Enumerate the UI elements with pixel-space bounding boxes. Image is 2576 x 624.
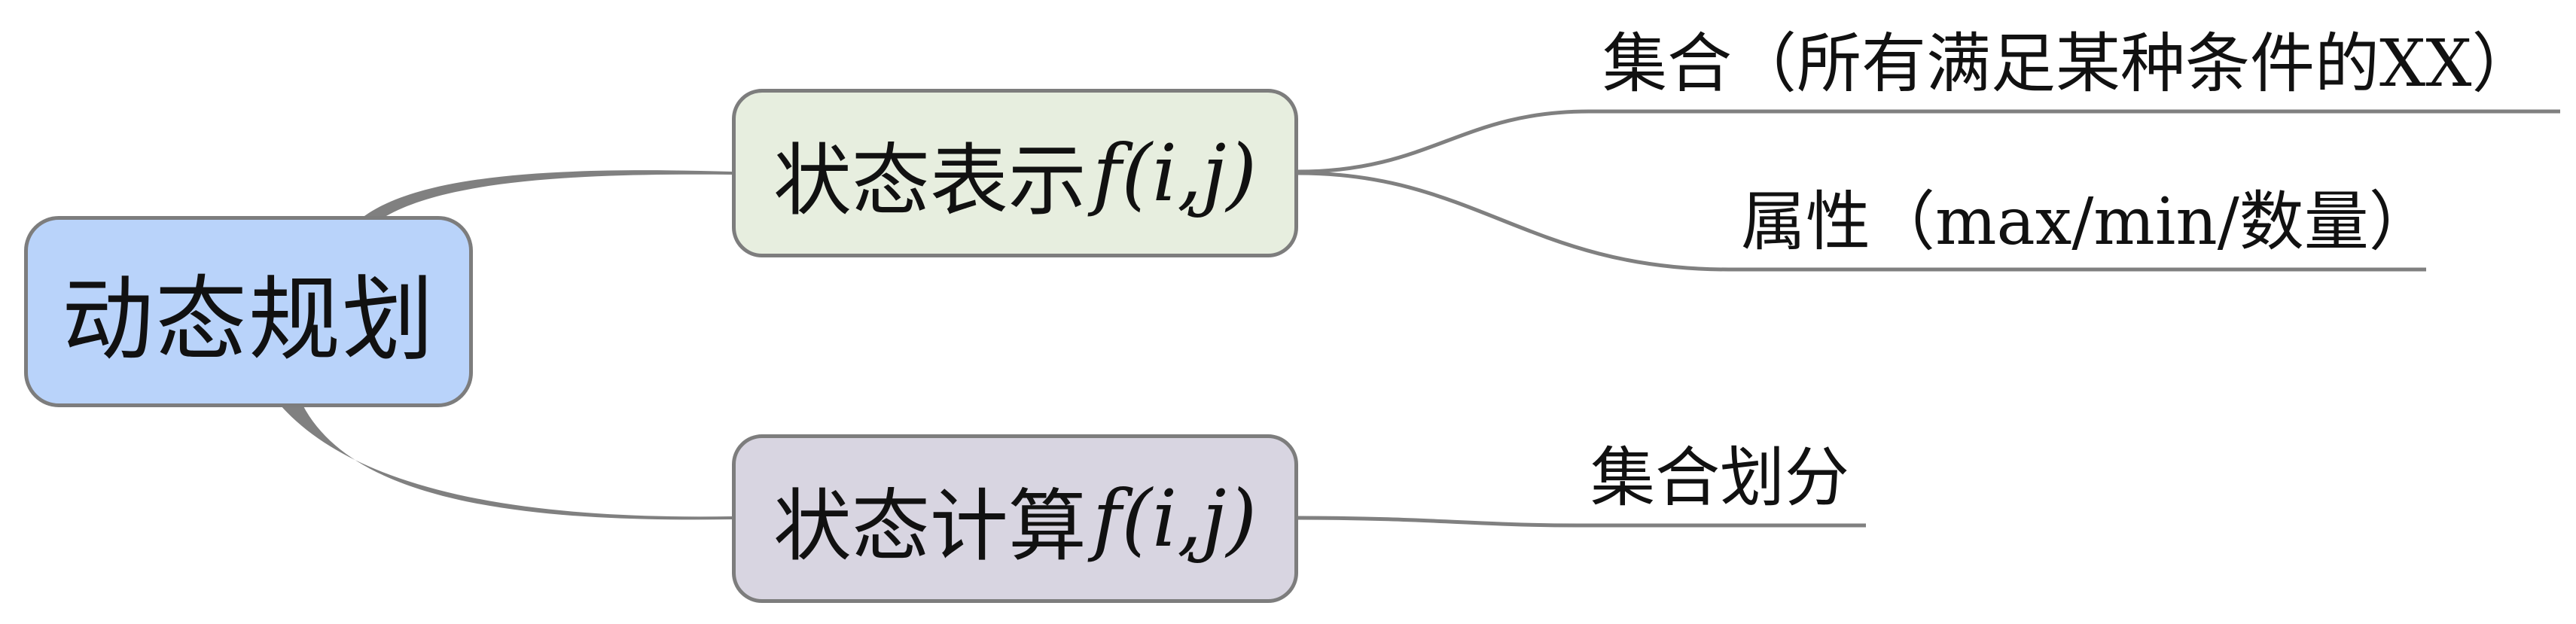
connector-root-to-state-repr: [361, 170, 732, 222]
state-computation-label: 状态计算: [773, 479, 1087, 572]
state-representation-label: 状态表示: [773, 134, 1087, 227]
connector-root-to-state-calc: [280, 405, 732, 520]
leaf-set-partition[interactable]: 集合划分: [1590, 440, 1849, 516]
root-node[interactable]: 动态规划: [24, 216, 473, 407]
leaf-attribute[interactable]: 属性（max/min/数量）: [1741, 184, 2434, 260]
connector-state-repr-to-set: [1297, 109, 2560, 174]
leaf-set-condition[interactable]: 集合（所有满足某种条件的XX）: [1602, 26, 2537, 102]
state-computation-math: f(i,j): [1092, 473, 1258, 565]
state-representation-math: f(i,j): [1092, 127, 1258, 219]
connector-state-calc-to-partition: [1297, 516, 1866, 528]
root-label: 动态规划: [62, 266, 435, 373]
connector-state-repr-to-attr: [1297, 171, 2426, 272]
